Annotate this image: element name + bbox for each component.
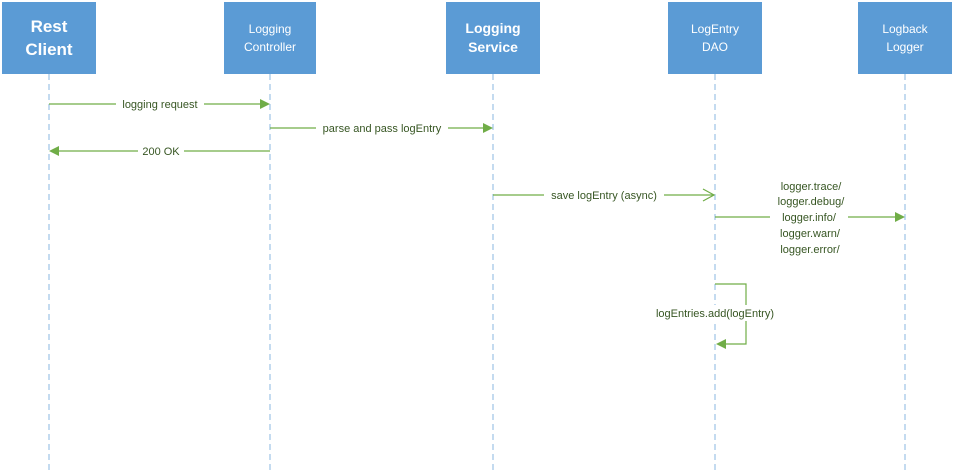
open-arrowhead-icon	[702, 188, 716, 202]
participant-box	[668, 2, 762, 74]
message-ok-response: 200 OK	[49, 143, 270, 158]
participant-label-line: DAO	[702, 40, 728, 54]
participant-label-line: Logback	[882, 22, 928, 36]
message-save-logentry: save logEntry (async)	[493, 187, 716, 202]
message-label-line: logger.error/	[780, 244, 840, 256]
arrowhead-icon	[895, 212, 905, 222]
arrowhead-icon	[483, 123, 493, 133]
participant-label-line: LogEntry	[691, 22, 739, 36]
message-label: logging request	[122, 99, 197, 111]
participant-box	[446, 2, 540, 74]
arrowhead-icon	[716, 339, 726, 349]
message-parse-and-pass: parse and pass logEntry	[270, 120, 493, 135]
message-label: 200 OK	[142, 146, 180, 158]
message-label-bg	[544, 187, 664, 202]
message-logging-request: logging request	[49, 96, 270, 111]
participant-label-line: Logging	[465, 20, 520, 36]
message-label-line: logger.warn/	[780, 228, 841, 240]
participant-label-line: Client	[25, 40, 73, 59]
participant-label-line: Controller	[244, 40, 296, 54]
message-label-bg	[116, 96, 204, 111]
participant-logging-service: Logging Service	[446, 2, 540, 74]
participant-box	[2, 2, 96, 74]
message-label-line: logger.debug/	[778, 196, 846, 208]
message-label-line: logger.info/	[782, 212, 837, 224]
participant-box	[224, 2, 316, 74]
participant-label-line: Logger	[886, 40, 923, 54]
participant-label-line: Logging	[249, 22, 292, 36]
participant-logentry-dao: LogEntry DAO	[668, 2, 762, 74]
participant-label-line: Service	[468, 39, 518, 55]
participant-rest-client: Rest Client	[2, 2, 96, 74]
participant-logging-controller: Logging Controller	[224, 2, 316, 74]
message-label-bg	[650, 305, 780, 321]
participant-box	[858, 2, 952, 74]
arrowhead-icon	[49, 146, 59, 156]
participant-logback-logger: Logback Logger	[858, 2, 952, 74]
message-label: logEntries.add(logEntry)	[656, 308, 774, 320]
lifelines	[48, 74, 906, 474]
message-label-bg	[138, 143, 184, 158]
message-label-line: logger.trace/	[781, 181, 842, 193]
message-self-add: logEntries.add(logEntry)	[650, 283, 780, 349]
message-label: parse and pass logEntry	[323, 123, 442, 135]
message-logger-call: logger.trace/ logger.debug/ logger.info/…	[715, 181, 905, 256]
message-label-bg	[316, 120, 448, 135]
participant-label-line: Rest	[31, 17, 68, 36]
arrowhead-icon	[260, 99, 270, 109]
message-label: save logEntry (async)	[551, 190, 657, 202]
